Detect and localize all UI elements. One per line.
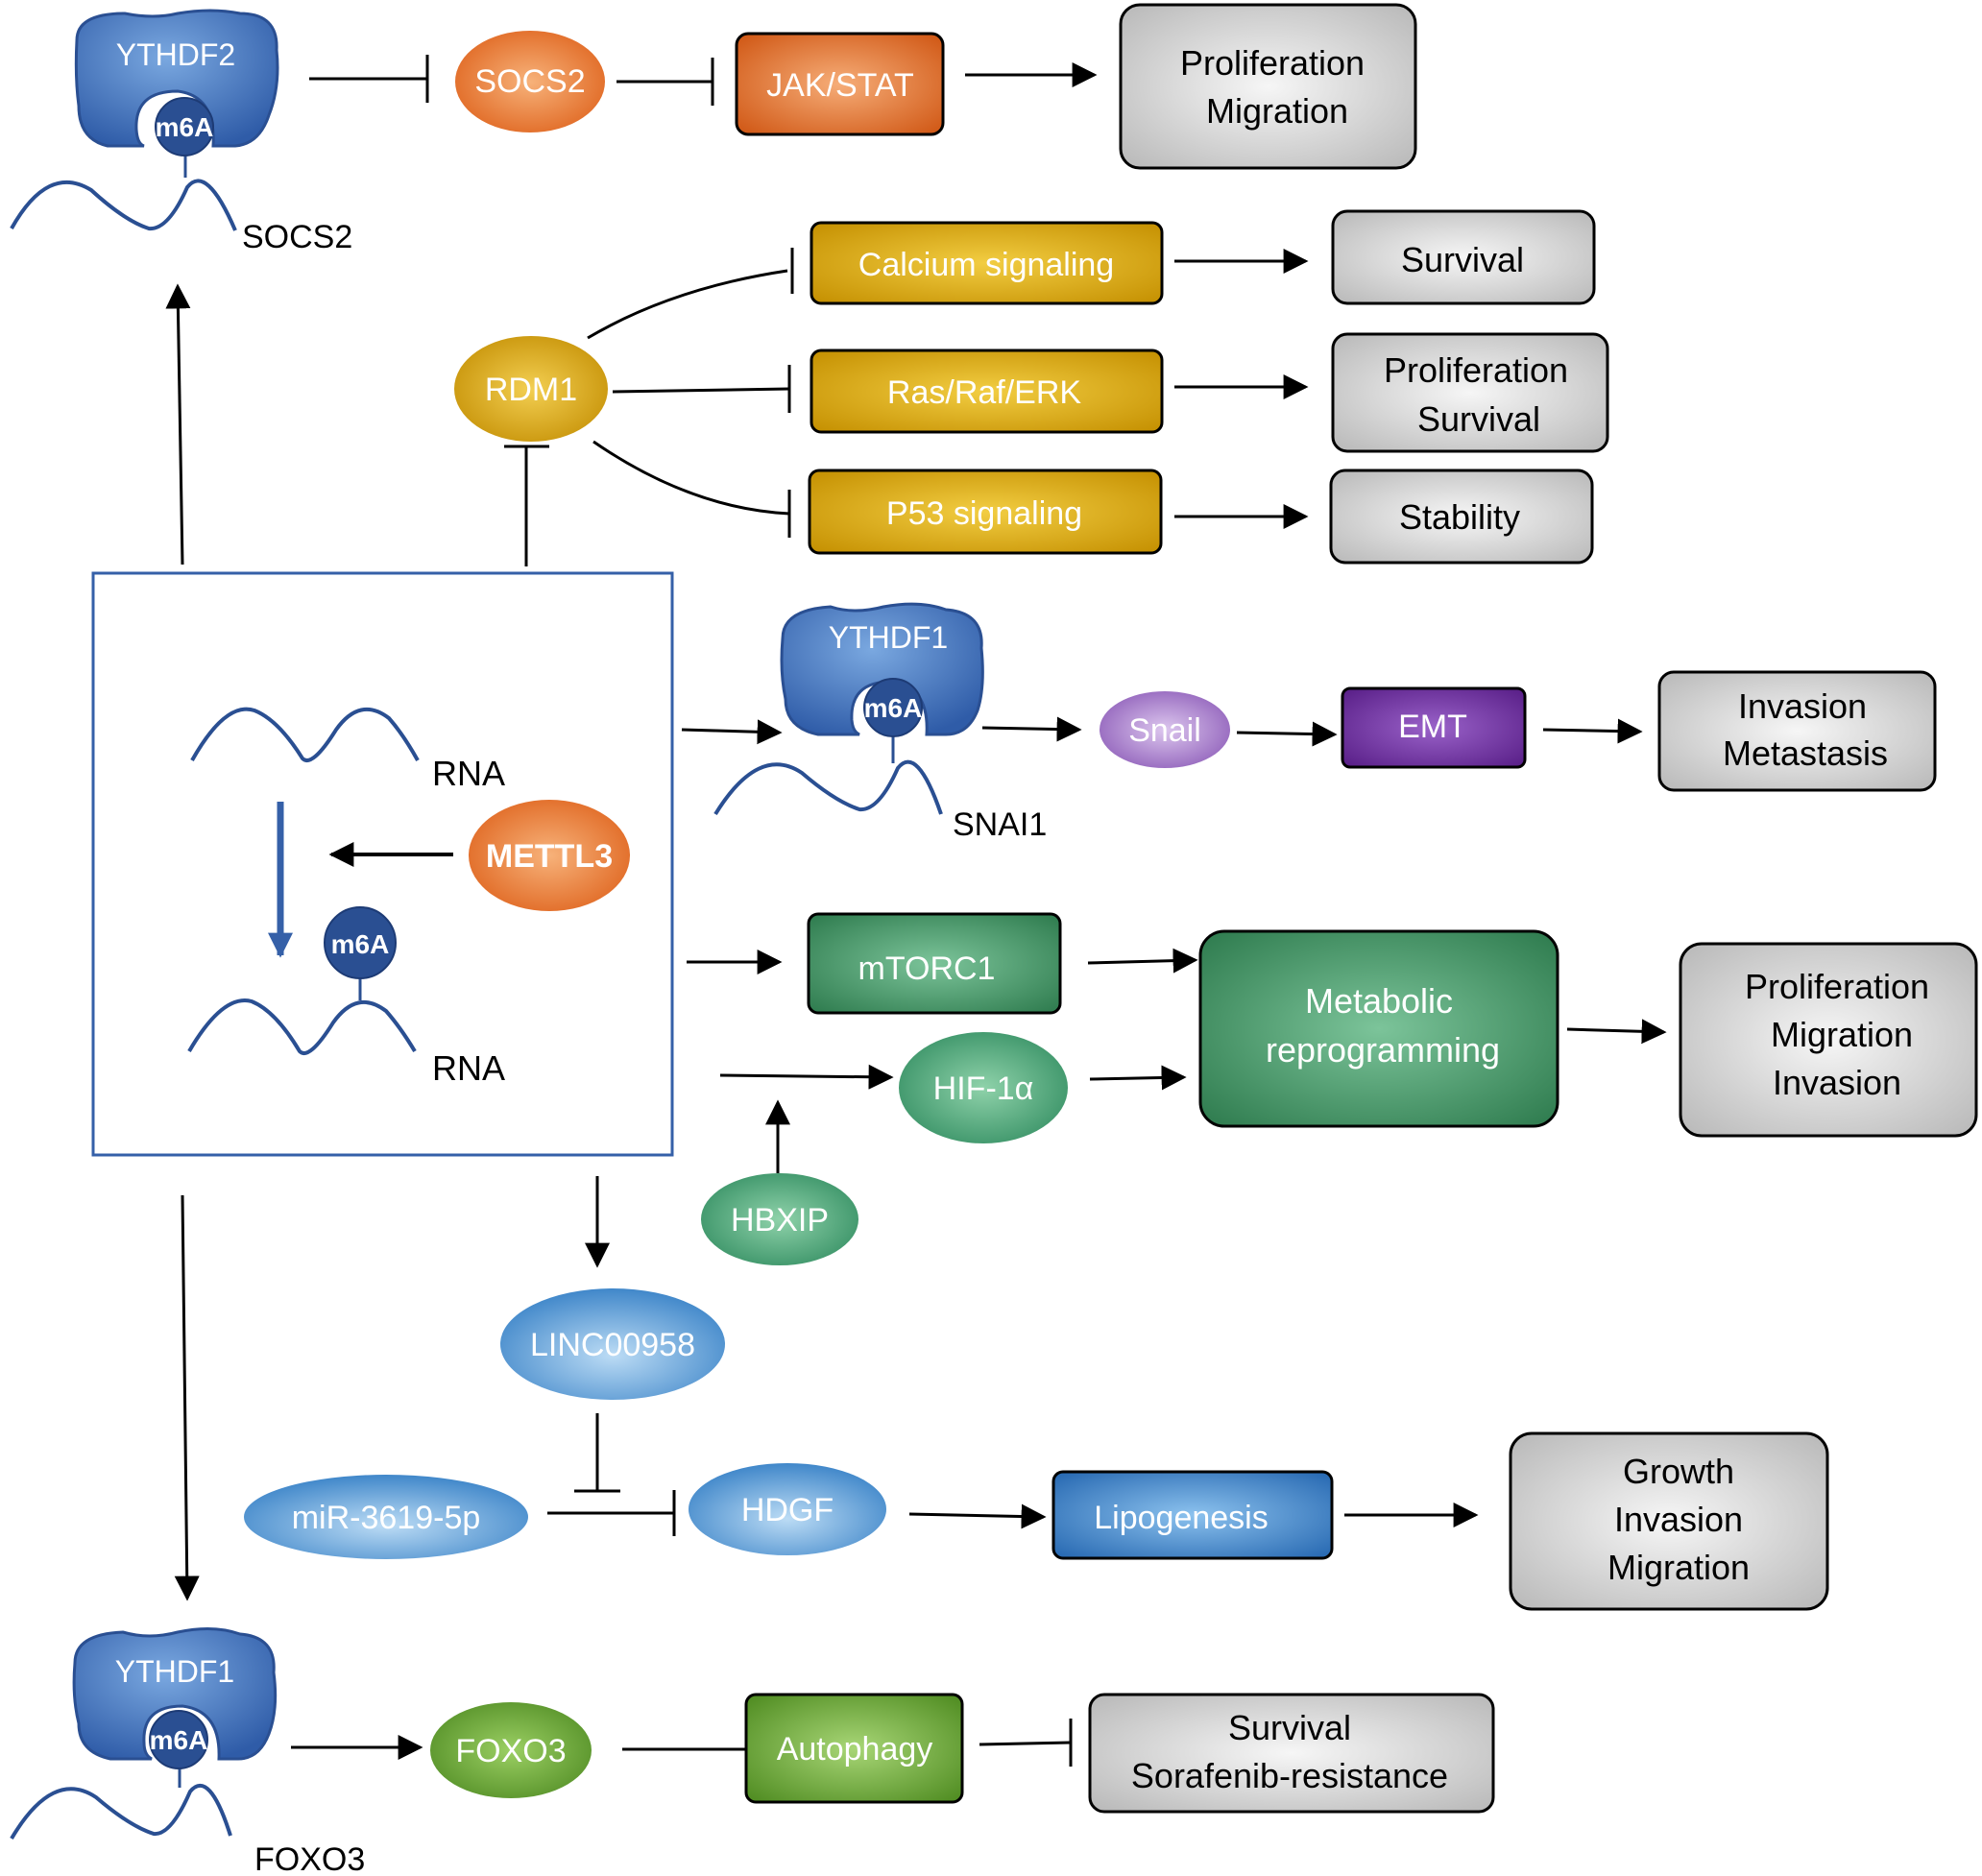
reader-middle: m6A YTHDF1 SNAI1 bbox=[713, 602, 1047, 843]
m6a-mark bbox=[155, 97, 214, 156]
outcome-lipogenesis-line3: Migration bbox=[1607, 1548, 1750, 1587]
mettl3-node bbox=[469, 800, 630, 911]
outcome-lipogenesis: Growth Invasion Migration bbox=[1509, 1431, 1829, 1611]
node-socs2: SOCS2 bbox=[455, 31, 605, 132]
node-rdm1: RDM1 bbox=[454, 336, 608, 442]
outcome-jakstat: Proliferation Migration bbox=[1119, 3, 1417, 170]
core-box: RNA m6A RNA METTL3 bbox=[91, 571, 674, 1157]
metabolic-line1: Metabolic bbox=[1305, 981, 1453, 1021]
outcome-emt: Invasion Metastasis bbox=[1657, 670, 1937, 792]
rasraf-label: Ras/Raf/ERK bbox=[887, 374, 1081, 411]
outcome-p53: Stability bbox=[1329, 469, 1594, 565]
foxo3-label: FOXO3 bbox=[455, 1733, 566, 1769]
hbxip-label: HBXIP bbox=[731, 1202, 829, 1239]
outcome-emt-line1: Invasion bbox=[1738, 686, 1867, 726]
autophagy-label: Autophagy bbox=[777, 1731, 933, 1768]
connectors bbox=[165, 55, 1667, 1773]
lipogenesis-label: Lipogenesis bbox=[1094, 1500, 1268, 1536]
node-autophagy: Autophagy bbox=[744, 1693, 964, 1804]
outcome-lipogenesis-line2: Invasion bbox=[1614, 1500, 1743, 1539]
outcome-rasraf-line2: Survival bbox=[1417, 399, 1540, 439]
reader-protein-shape bbox=[74, 9, 279, 148]
p53-label: P53 signaling bbox=[886, 495, 1082, 532]
reader-middle-target: SNAI1 bbox=[953, 806, 1047, 843]
rdm1-label: RDM1 bbox=[485, 372, 577, 408]
outcome-rasraf-line1: Proliferation bbox=[1384, 350, 1568, 390]
rna-wave-top bbox=[190, 707, 420, 762]
outcome-jakstat-line1: Proliferation bbox=[1180, 43, 1365, 83]
node-p53: P53 signaling bbox=[808, 469, 1163, 555]
mettl3-label: METTL3 bbox=[486, 838, 613, 875]
outcome-emt-line2: Metastasis bbox=[1723, 734, 1888, 773]
node-jakstat: JAK/STAT bbox=[735, 32, 945, 136]
outcome-metabolic: Proliferation Migration Invasion bbox=[1679, 942, 1978, 1138]
outcome-rasraf: Proliferation Survival bbox=[1331, 332, 1609, 453]
calcium-label: Calcium signaling bbox=[858, 247, 1114, 283]
reader-top-target: SOCS2 bbox=[242, 219, 352, 255]
outcome-autophagy-line2: Sorafenib-resistance bbox=[1131, 1756, 1448, 1795]
reader-middle-mark: m6A bbox=[864, 693, 923, 723]
node-calcium: Calcium signaling bbox=[810, 221, 1164, 305]
node-hbxip: HBXIP bbox=[701, 1173, 858, 1265]
node-foxo3: FOXO3 bbox=[430, 1702, 592, 1798]
jakstat-label: JAK/STAT bbox=[766, 67, 914, 104]
reader-bottom-target: FOXO3 bbox=[254, 1841, 365, 1876]
emt-label: EMT bbox=[1398, 709, 1467, 745]
mir-label: miR-3619-5p bbox=[292, 1500, 481, 1536]
hdgf-label: HDGF bbox=[741, 1492, 834, 1528]
mtorc1-label: mTORC1 bbox=[858, 950, 996, 987]
node-linc: LINC00958 bbox=[500, 1288, 725, 1400]
outcome-metabolic-line3: Invasion bbox=[1773, 1063, 1901, 1102]
socs2-label: SOCS2 bbox=[474, 63, 585, 100]
core-m6a-mark: m6A bbox=[331, 929, 390, 959]
outcome-metabolic-line1: Proliferation bbox=[1745, 967, 1929, 1006]
outcome-calcium: Survival bbox=[1331, 209, 1596, 305]
node-lipogenesis: Lipogenesis bbox=[1051, 1470, 1334, 1560]
node-metabolic: Metabolic reprogramming bbox=[1198, 929, 1559, 1128]
node-mir: miR-3619-5p bbox=[244, 1475, 528, 1559]
hif1a-label: HIF-1α bbox=[933, 1070, 1034, 1107]
rna-label-top: RNA bbox=[432, 754, 505, 793]
reader-bottom-mark: m6A bbox=[150, 1725, 208, 1755]
node-snail: Snail bbox=[1100, 691, 1230, 768]
reader-top: m6A YTHDF2 SOCS2 bbox=[10, 9, 352, 255]
reader-top-mark: m6A bbox=[156, 112, 214, 142]
node-emt: EMT bbox=[1341, 686, 1527, 769]
node-mtorc1: mTORC1 bbox=[807, 912, 1062, 1015]
rna-wave-bottom bbox=[187, 998, 417, 1055]
node-hdgf: HDGF bbox=[689, 1463, 886, 1555]
metabolic-line2: reprogramming bbox=[1266, 1030, 1500, 1070]
node-hif1a: HIF-1α bbox=[899, 1032, 1068, 1143]
outcome-autophagy: Survival Sorafenib-resistance bbox=[1088, 1693, 1495, 1814]
outcome-autophagy-line1: Survival bbox=[1228, 1708, 1351, 1747]
linc-label: LINC00958 bbox=[530, 1327, 695, 1363]
reader-bottom-protein: YTHDF1 bbox=[115, 1654, 234, 1689]
rna-label-bottom: RNA bbox=[432, 1048, 505, 1088]
outcome-calcium-line1: Survival bbox=[1401, 240, 1524, 279]
reader-middle-protein: YTHDF1 bbox=[829, 620, 948, 655]
outcome-jakstat-line2: Migration bbox=[1206, 91, 1348, 131]
snail-label: Snail bbox=[1128, 712, 1201, 749]
reader-top-protein: YTHDF2 bbox=[116, 37, 235, 72]
node-rasraf: Ras/Raf/ERK bbox=[810, 349, 1164, 434]
reader-bottom: m6A YTHDF1 FOXO3 bbox=[10, 1626, 365, 1876]
outcome-p53-line1: Stability bbox=[1399, 497, 1520, 537]
outcome-metabolic-line2: Migration bbox=[1771, 1015, 1913, 1054]
outcome-lipogenesis-line1: Growth bbox=[1623, 1452, 1734, 1491]
